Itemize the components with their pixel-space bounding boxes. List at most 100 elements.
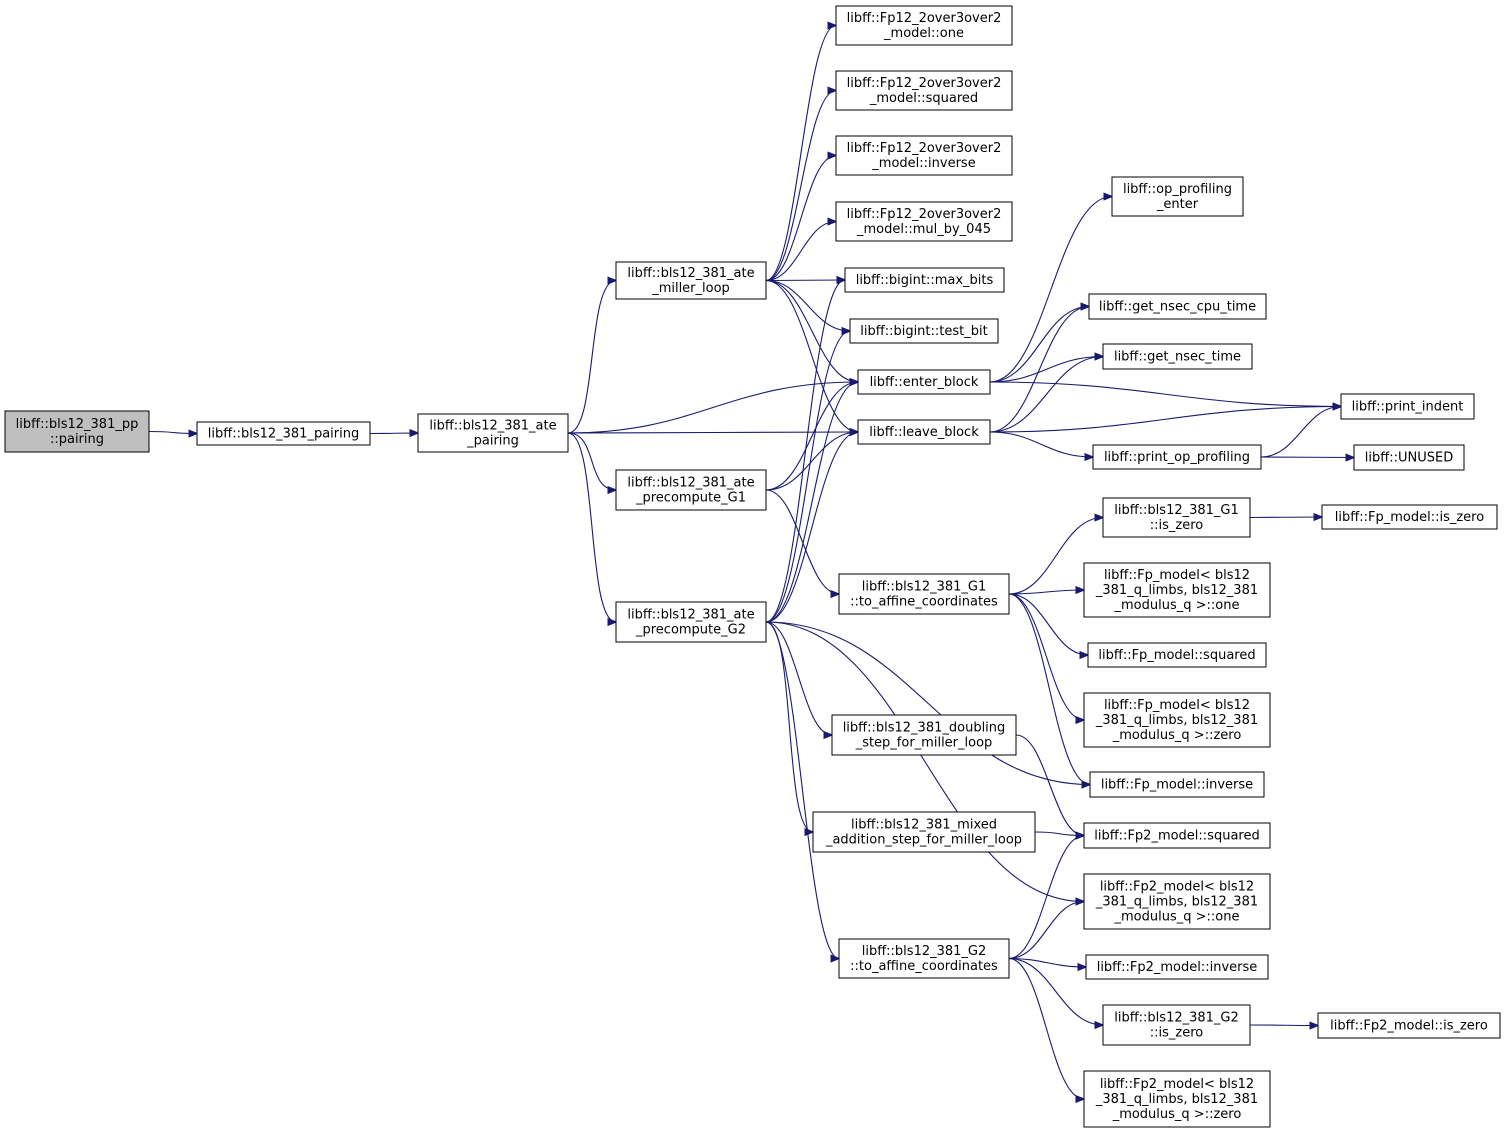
node-nsec_time[interactable]: libff::get_nsec_time <box>1102 343 1253 370</box>
node-fp_one[interactable]: libff::Fp_model< bls12_381_q_limbs, bls1… <box>1083 562 1271 618</box>
node-fp_is_zero[interactable]: libff::Fp_model::is_zero <box>1321 504 1498 530</box>
edge-miller_loop-to-fp12_mul045 <box>765 222 836 282</box>
node-fp2_is_zero[interactable]: libff::Fp2_model::is_zero <box>1317 1012 1501 1039</box>
edges-layer <box>148 26 1354 1100</box>
node-label-op_profiling_enter-1: _enter <box>1156 197 1199 212</box>
node-label-fp2_is_zero-0: libff::Fp2_model::is_zero <box>1330 1019 1488 1034</box>
node-label-fp_inverse-0: libff::Fp_model::inverse <box>1101 778 1253 793</box>
edge-g2_is_zero-to-fp2_is_zero <box>1249 1025 1318 1026</box>
node-label-op_profiling_enter-0: libff::op_profiling <box>1123 182 1232 197</box>
node-fp12_one[interactable]: libff::Fp12_2over3over2_model::one <box>835 5 1013 46</box>
node-box-fp12_inverse <box>835 135 1013 176</box>
node-precompute_g2[interactable]: libff::bls12_381_ate_precompute_G2 <box>615 601 767 643</box>
node-label-g2_affine-1: ::to_affine_coordinates <box>850 959 998 974</box>
node-precompute_g1[interactable]: libff::bls12_381_ate_precompute_G1 <box>615 469 767 511</box>
edge-g2_affine-to-fp2_squared <box>1008 836 1084 960</box>
edge-g2_affine-to-fp2_zero <box>1008 957 1084 1100</box>
node-leave_block[interactable]: libff::leave_block <box>857 419 991 445</box>
edge-pairing-to-ate_pairing <box>369 433 418 434</box>
node-fp12_mul045[interactable]: libff::Fp12_2over3over2_model::mul_by_04… <box>835 201 1013 242</box>
node-box-print_op_profiling <box>1092 444 1262 470</box>
edge-precompute_g2-to-fp_inverse <box>765 621 1090 785</box>
node-label-nsec_cpu_time-0: libff::get_nsec_cpu_time <box>1099 300 1256 315</box>
node-test_bit[interactable]: libff::bigint::test_bit <box>849 318 999 344</box>
node-fp_zero[interactable]: libff::Fp_model< bls12_381_q_limbs, bls1… <box>1083 692 1271 748</box>
node-print_indent[interactable]: libff::print_indent <box>1340 393 1475 420</box>
edge-leave_block-to-nsec_time <box>989 357 1103 433</box>
node-label-fp_one-1: _381_q_limbs, bls12_381 <box>1095 583 1258 598</box>
edge-precompute_g2-to-leave_block <box>765 432 858 623</box>
node-box-fp12_mul045 <box>835 201 1013 242</box>
node-box-op_profiling_enter <box>1111 176 1244 217</box>
node-label-fp2_squared-0: libff::Fp2_model::squared <box>1094 829 1259 844</box>
node-fp2_inverse[interactable]: libff::Fp2_model::inverse <box>1085 954 1269 980</box>
node-box-enter_block <box>857 369 991 395</box>
node-label-fp12_mul045-0: libff::Fp12_2over3over2 <box>847 207 1002 222</box>
node-fp2_one[interactable]: libff::Fp2_model< bls12_381_q_limbs, bls… <box>1083 873 1271 930</box>
node-label-max_bits-0: libff::bigint::max_bits <box>856 273 994 288</box>
node-label-leave_block-0: libff::leave_block <box>869 425 979 440</box>
node-max_bits[interactable]: libff::bigint::max_bits <box>844 267 1005 293</box>
node-enter_block[interactable]: libff::enter_block <box>857 369 991 395</box>
node-box-print_indent <box>1340 393 1475 420</box>
node-fp12_inverse[interactable]: libff::Fp12_2over3over2_model::inverse <box>835 135 1013 176</box>
node-box-g2_is_zero <box>1102 1004 1251 1046</box>
node-box-leave_block <box>857 419 991 445</box>
node-box-pairing <box>196 421 371 446</box>
node-label-fp_zero-0: libff::Fp_model< bls12 <box>1104 698 1250 713</box>
edge-miller_loop-to-fp12_inverse <box>765 156 836 282</box>
edge-pp_pairing-to-pairing <box>148 432 197 434</box>
node-label-fp2_zero-0: libff::Fp2_model< bls12 <box>1100 1077 1254 1092</box>
node-doubling_step[interactable]: libff::bls12_381_doubling_step_for_mille… <box>831 714 1017 756</box>
node-box-test_bit <box>849 318 999 344</box>
node-label-pp_pairing-1: ::pairing <box>50 432 104 447</box>
node-box-g2_affine <box>838 938 1010 979</box>
edge-ate_pairing-to-miller_loop <box>567 281 616 434</box>
node-label-fp12_one-0: libff::Fp12_2over3over2 <box>847 11 1002 26</box>
node-label-precompute_g1-1: _precompute_G1 <box>635 491 746 506</box>
node-box-fp2_squared <box>1083 822 1271 849</box>
edge-enter_block-to-print_indent <box>989 381 1341 407</box>
node-g2_affine[interactable]: libff::bls12_381_G2::to_affine_coordinat… <box>838 938 1010 979</box>
edge-miller_loop-to-max_bits <box>765 280 845 281</box>
node-box-fp2_one <box>1083 873 1271 930</box>
edge-enter_block-to-nsec_cpu_time <box>989 307 1089 383</box>
node-box-fp_one <box>1083 562 1271 618</box>
edge-enter_block-to-op_profiling_enter <box>989 197 1112 383</box>
node-box-pp_pairing <box>4 410 150 453</box>
node-fp_inverse[interactable]: libff::Fp_model::inverse <box>1089 771 1265 798</box>
node-label-print_indent-0: libff::print_indent <box>1352 400 1464 415</box>
node-miller_loop[interactable]: libff::bls12_381_ate_miller_loop <box>615 261 767 300</box>
node-pairing[interactable]: libff::bls12_381_pairing <box>196 421 371 446</box>
node-op_profiling_enter[interactable]: libff::op_profiling_enter <box>1111 176 1244 217</box>
node-label-fp12_mul045-1: _model::mul_by_045 <box>856 222 991 237</box>
node-label-fp12_inverse-1: _model::inverse <box>871 156 975 171</box>
node-g2_is_zero[interactable]: libff::bls12_381_G2::is_zero <box>1102 1004 1251 1046</box>
node-nsec_cpu_time[interactable]: libff::get_nsec_cpu_time <box>1088 293 1267 320</box>
edge-precompute_g1-to-enter_block <box>765 382 858 491</box>
node-box-nsec_time <box>1102 343 1253 370</box>
node-label-fp_is_zero-0: libff::Fp_model::is_zero <box>1335 510 1484 525</box>
node-label-unused-0: libff::UNUSED <box>1365 451 1453 466</box>
node-label-fp2_zero-2: _modulus_q >::zero <box>1112 1107 1242 1122</box>
node-unused[interactable]: libff::UNUSED <box>1353 444 1465 471</box>
edge-enter_block-to-nsec_time <box>989 357 1103 383</box>
node-label-print_op_profiling-0: libff::print_op_profiling <box>1104 450 1250 465</box>
node-pp_pairing[interactable]: libff::bls12_381_pp::pairing <box>4 410 150 453</box>
node-fp_squared[interactable]: libff::Fp_model::squared <box>1087 642 1267 668</box>
node-fp12_squared[interactable]: libff::Fp12_2over3over2_model::squared <box>835 70 1013 111</box>
node-label-ate_pairing-0: libff::bls12_381_ate <box>429 419 556 434</box>
node-print_op_profiling[interactable]: libff::print_op_profiling <box>1092 444 1262 470</box>
node-label-fp2_one-2: _modulus_q >::one <box>1114 910 1240 925</box>
node-fp2_squared[interactable]: libff::Fp2_model::squared <box>1083 822 1271 849</box>
node-mixed_addition[interactable]: libff::bls12_381_mixed_addition_step_for… <box>812 811 1036 853</box>
node-g1_is_zero[interactable]: libff::bls12_381_G1::is_zero <box>1102 497 1251 538</box>
node-g1_affine[interactable]: libff::bls12_381_G1::to_affine_coordinat… <box>838 573 1010 615</box>
node-box-fp2_inverse <box>1085 954 1269 980</box>
node-ate_pairing[interactable]: libff::bls12_381_ate_pairing <box>417 413 569 453</box>
node-label-precompute_g2-1: _precompute_G2 <box>635 623 746 638</box>
edge-precompute_g2-to-test_bit <box>765 331 850 623</box>
node-fp2_zero[interactable]: libff::Fp2_model< bls12_381_q_limbs, bls… <box>1083 1070 1271 1128</box>
edge-precompute_g2-to-g2_affine <box>765 621 839 959</box>
edge-miller_loop-to-fp12_squared <box>765 91 836 282</box>
